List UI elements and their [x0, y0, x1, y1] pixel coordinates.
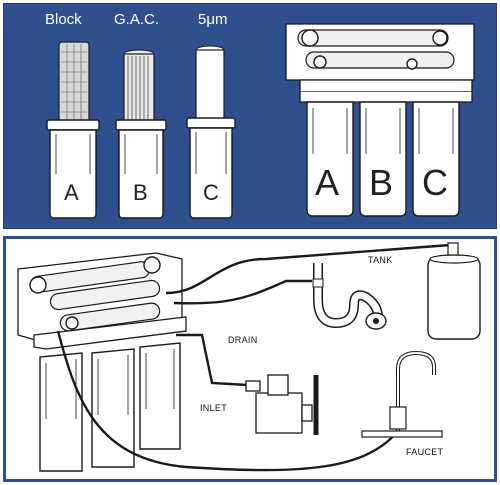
- cartridge-letter-b: B: [133, 180, 148, 205]
- installation-drawing: [17, 242, 481, 472]
- block-cartridge: [46, 41, 100, 219]
- faucet-label: FAUCET: [406, 447, 444, 457]
- filter-cartridges-drawing: [46, 23, 475, 219]
- housing-letter-a: A: [315, 162, 340, 203]
- gac-cartridge: [115, 49, 167, 219]
- gac-label: G.A.C.: [114, 11, 160, 28]
- connection-tubes: [56, 243, 451, 472]
- ro-unit: [17, 252, 187, 472]
- cartridge-letter-a: A: [64, 180, 79, 205]
- filter-cartridges-panel: Block G.A.C. 5μm A B C A B C: [3, 3, 497, 229]
- housing-letter-c: C: [422, 162, 448, 203]
- drain-pipe: [312, 263, 387, 330]
- housing-letter-b: B: [369, 162, 394, 203]
- cartridge-letter-c: C: [203, 180, 219, 205]
- faucet: [361, 350, 443, 438]
- inlet-valve: [245, 374, 319, 435]
- installation-diagram-panel: TANK DRAIN INLET FAUCET: [3, 236, 497, 482]
- drain-label: DRAIN: [228, 335, 258, 345]
- sediment-cartridge: [186, 45, 236, 219]
- ro-system-illustration: [285, 23, 475, 217]
- block-label: Block: [45, 11, 82, 28]
- storage-tank: [427, 242, 481, 340]
- micron-label: 5μm: [198, 11, 228, 28]
- tank-label: TANK: [368, 255, 393, 265]
- inlet-label: INLET: [200, 403, 228, 413]
